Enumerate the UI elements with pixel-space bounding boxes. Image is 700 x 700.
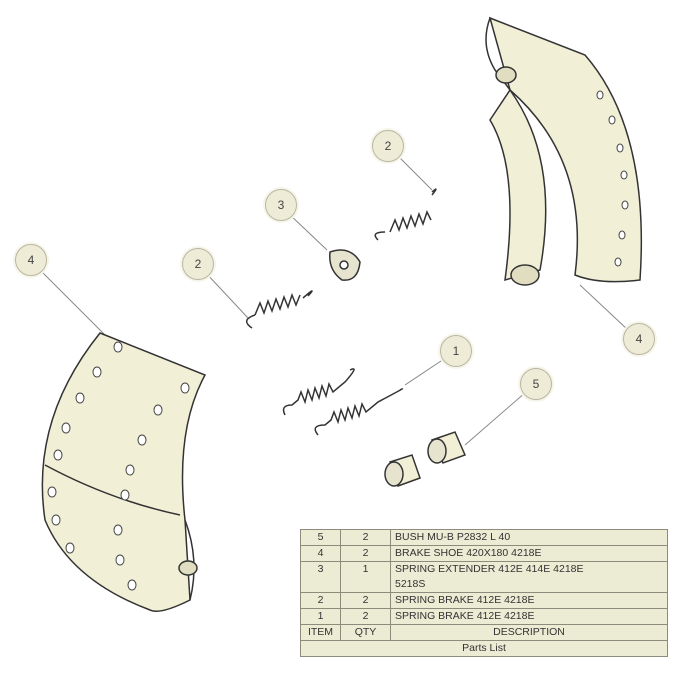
header-description: DESCRIPTION xyxy=(390,624,668,641)
description-cell: BRAKE SHOE 420X180 4218E xyxy=(390,545,668,562)
callout-item-1: 1 xyxy=(440,335,472,367)
description-line-2: 5218S xyxy=(395,578,426,590)
spring-2-left xyxy=(246,290,313,329)
callout-item-2-right: 2 xyxy=(372,130,404,162)
item-cell: 4 xyxy=(300,545,341,562)
description-cell: SPRING BRAKE 412E 4218E xyxy=(390,608,668,625)
bush-5 xyxy=(384,431,467,487)
rivet-holes-left xyxy=(47,341,190,591)
brake-shoe-left xyxy=(41,332,207,612)
qty-cell: 2 xyxy=(340,545,391,562)
spring-extender-3 xyxy=(329,249,361,281)
callout-item-4-right: 4 xyxy=(623,323,655,355)
callout-item-3: 3 xyxy=(265,189,297,221)
callout-item-4-left: 4 xyxy=(15,244,47,276)
description-line-1: SPRING EXTENDER 412E 414E 4218E xyxy=(395,563,584,575)
callout-item-5: 5 xyxy=(520,368,552,400)
item-cell: 5 xyxy=(300,529,341,546)
leader-lines xyxy=(37,152,629,446)
parts-list-title: Parts List xyxy=(300,640,668,657)
rivet-holes-right xyxy=(596,90,629,267)
item-cell: 3 xyxy=(300,561,341,593)
table-title-row: Parts List xyxy=(300,640,668,657)
qty-cell: 1 xyxy=(340,561,391,593)
header-item: ITEM xyxy=(300,624,341,641)
qty-cell: 2 xyxy=(340,592,391,609)
spring-2-right xyxy=(374,188,437,241)
spring-1 xyxy=(282,368,404,436)
qty-cell: 2 xyxy=(340,608,391,625)
description-cell: BUSH MU-B P2832 L 40 xyxy=(390,529,668,546)
qty-cell: 2 xyxy=(340,529,391,546)
description-cell: SPRING EXTENDER 412E 414E 4218E 5218S xyxy=(390,561,668,593)
description-cell: SPRING BRAKE 412E 4218E xyxy=(390,592,668,609)
callout-item-2-left: 2 xyxy=(182,248,214,280)
header-qty: QTY xyxy=(340,624,391,641)
item-cell: 1 xyxy=(300,608,341,625)
brake-shoe-right xyxy=(485,16,643,286)
item-cell: 2 xyxy=(300,592,341,609)
